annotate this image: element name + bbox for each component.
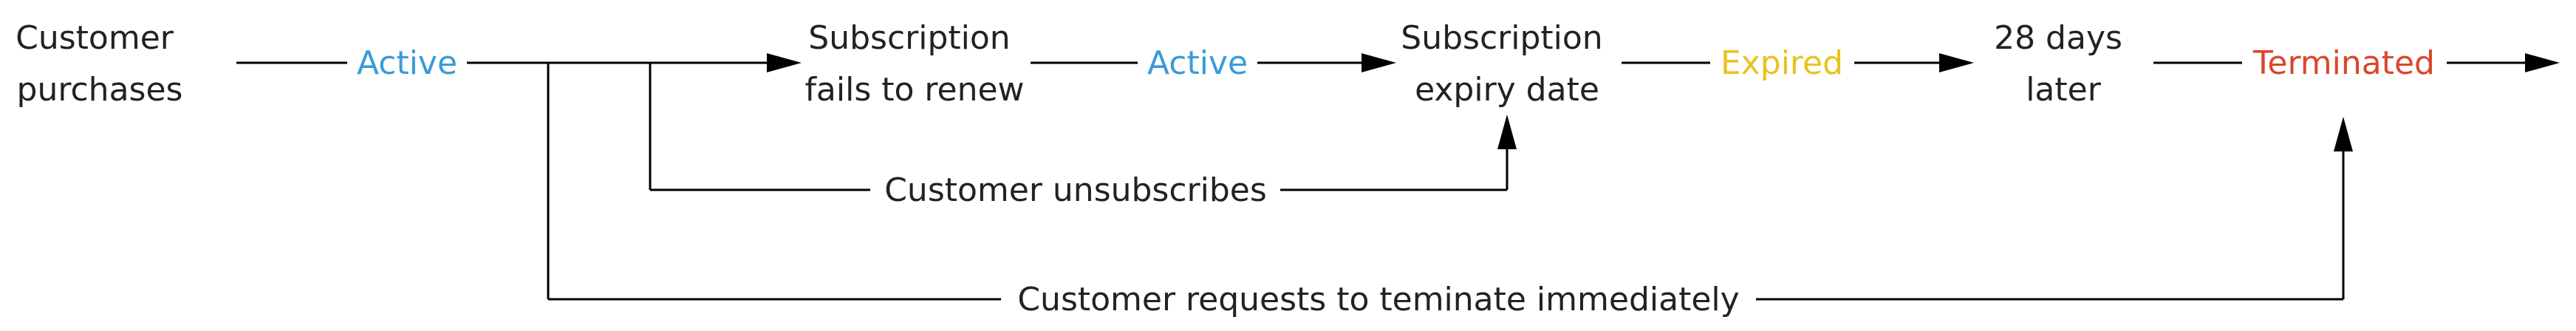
edge-label-unsubscribe: Customer unsubscribes [884, 171, 1267, 209]
arrowhead-fails [767, 53, 802, 72]
node-subscription-expiry-line1: Subscription [1401, 19, 1602, 57]
node-customer-purchases-line2: purchases [17, 71, 183, 109]
node-28-days-later: 28 days later [1994, 19, 2133, 109]
state-terminated: Terminated [2252, 44, 2435, 82]
node-28-days-later-line1: 28 days [1994, 19, 2122, 57]
edge-label-terminate: Customer requests to teminate immediatel… [1017, 281, 1739, 318]
node-subscription-fails-line2: fails to renew [804, 71, 1024, 109]
node-subscription-expiry: Subscription expiry date [1401, 19, 1613, 109]
state-active-1: Active [357, 44, 457, 82]
node-28-days-later-line2: later [2026, 71, 2102, 109]
arrowhead-28days [1939, 53, 1974, 72]
node-subscription-fails: Subscription fails to renew [804, 19, 1024, 109]
state-expired: Expired [1721, 44, 1843, 82]
state-active-2: Active [1147, 44, 1248, 82]
node-customer-purchases: Customer purchases [16, 19, 184, 109]
node-customer-purchases-line1: Customer [16, 19, 174, 57]
arrowhead-end [2525, 53, 2560, 72]
node-subscription-fails-line1: Subscription [808, 19, 1010, 57]
arrowhead-expiry [1362, 53, 1396, 72]
node-subscription-expiry-line2: expiry date [1415, 71, 1599, 109]
arrowhead-unsubscribe [1497, 115, 1517, 149]
arrowhead-terminate [2334, 117, 2353, 151]
